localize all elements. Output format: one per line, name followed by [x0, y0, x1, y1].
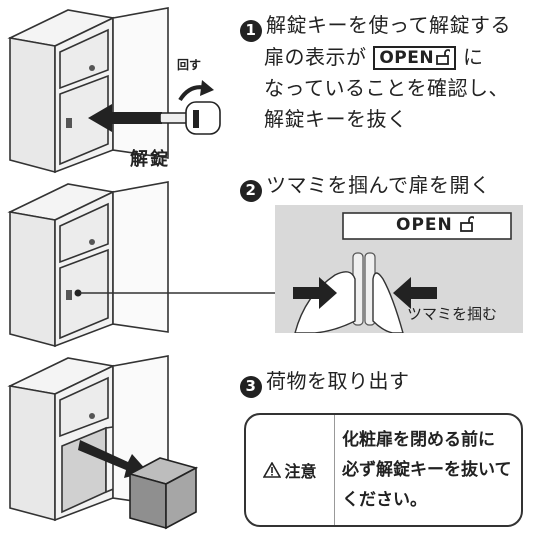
- open-sign-label: OPEN: [396, 215, 453, 235]
- step-1-line-1: 解錠キーを使って解錠する: [266, 13, 511, 37]
- step-2-number: 2: [240, 179, 262, 202]
- step-1-line-2: 扉の表示が: [264, 44, 367, 69]
- open-badge-label: OPEN: [379, 47, 435, 68]
- caution-line-1: 化粧扉を閉める前に: [342, 430, 495, 450]
- step-1-line-3: に: [462, 44, 484, 69]
- unlock-label: 解錠: [130, 149, 170, 170]
- step-2-text: ツマミを掴んで扉を開く: [266, 173, 491, 197]
- caution-line-3: ください。: [342, 490, 427, 510]
- knob-pinch-photo: OPEN ツマミを掴む: [275, 205, 523, 334]
- warning-icon: [263, 462, 282, 478]
- step-1-line-4: なっていることを確認し、: [264, 75, 509, 100]
- caution-label-text: 注意: [284, 462, 317, 481]
- caution-line-2: 必ず解錠キーを抜いて: [342, 460, 512, 480]
- step-1-line-5: 解錠キーを抜く: [264, 106, 408, 131]
- open-badge: OPEN: [373, 45, 457, 70]
- pinch-label: ツマミを掴む: [407, 305, 498, 323]
- caution-text: 化粧扉を閉める前に 必ず解錠キーを抜いて ください。: [342, 425, 522, 515]
- caution-label: 注意: [246, 415, 335, 525]
- open-sign: OPEN: [396, 215, 476, 235]
- caution-box: 注意 化粧扉を閉める前に 必ず解錠キーを抜いて ください。: [244, 413, 523, 527]
- rotate-label: 回す: [177, 58, 202, 72]
- step-3-number: 3: [240, 375, 262, 398]
- step-1-number: 1: [240, 19, 262, 42]
- pinch-illustration: [293, 212, 512, 334]
- step-3-text: 荷物を取り出す: [266, 369, 410, 393]
